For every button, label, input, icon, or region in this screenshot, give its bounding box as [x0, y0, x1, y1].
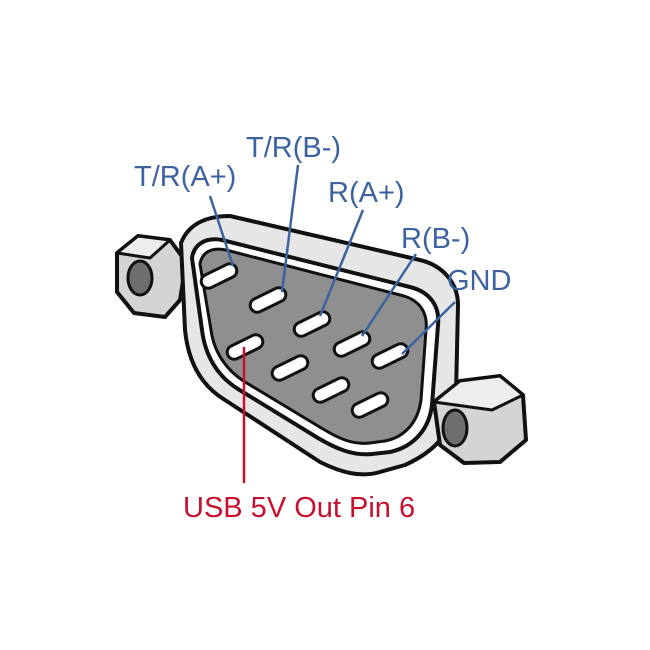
label-pin-1: T/R(A+) [134, 161, 236, 193]
pin-7 [270, 354, 310, 382]
leader-pin-1 [208, 195, 235, 267]
leader-pin-2 [280, 164, 300, 293]
leader-pin-4 [360, 253, 418, 337]
pin-8 [311, 376, 351, 404]
label-pin-4: R(B-) [401, 223, 470, 255]
label-pin-6: USB 5V Out Pin 6 [183, 492, 415, 524]
right-nut-hole [441, 408, 469, 448]
leader-pin-3 [318, 209, 365, 317]
pin-9 [350, 391, 390, 419]
pin-2 [248, 286, 288, 314]
pin-4 [332, 330, 372, 358]
pin-1 [199, 262, 239, 290]
left-nut-hole [126, 259, 154, 297]
label-pin-3: R(A+) [328, 177, 405, 209]
leader-pin-5 [401, 301, 456, 355]
pin-3 [292, 310, 332, 338]
right-hex-nut [432, 374, 528, 465]
label-pin-5: GND [447, 265, 511, 297]
left-hex-nut [115, 234, 188, 319]
leader-lines [208, 164, 456, 483]
label-pin-2: T/R(B-) [246, 132, 341, 164]
